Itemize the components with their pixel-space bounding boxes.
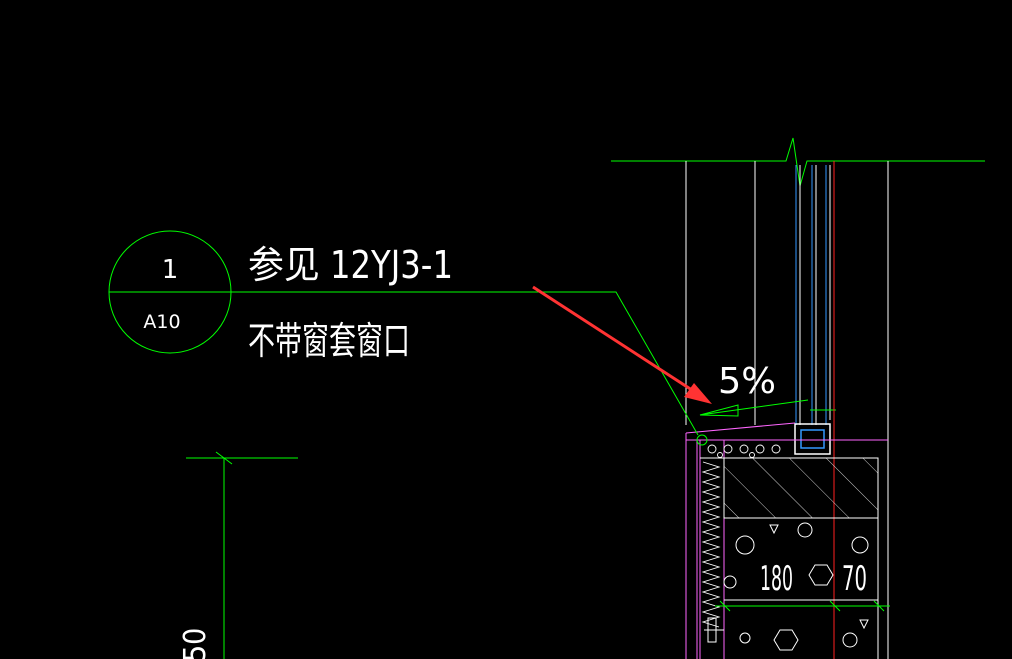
concrete-lintel [723, 457, 879, 519]
block-wall [723, 458, 879, 659]
leader-end-circle [696, 434, 708, 446]
detail-number: 1 [162, 255, 179, 285]
slope-arrow [699, 399, 809, 417]
red-annotation-arrow [532, 285, 712, 404]
window-frame [794, 165, 836, 455]
left-section-lines [186, 451, 298, 659]
anchor-detail [704, 617, 724, 643]
dimension-line [715, 600, 890, 612]
reference-text-line1: 参见 12YJ3-1 [248, 243, 453, 287]
dimension-70: 70 [842, 559, 867, 599]
dimension-50-partial: 50 [178, 628, 213, 659]
upper-wall-lines [685, 161, 889, 659]
sheet-number: A10 [143, 311, 180, 333]
top-break-line [611, 137, 985, 187]
reference-text-line2: 不带窗套窗口 [248, 319, 410, 363]
slope-label: 5% [718, 361, 776, 402]
dimension-180: 180 [760, 559, 793, 599]
insulation-layer [701, 461, 721, 628]
leader-line [233, 291, 699, 436]
detail-callout[interactable] [108, 230, 233, 354]
mortar-bed [700, 444, 878, 459]
